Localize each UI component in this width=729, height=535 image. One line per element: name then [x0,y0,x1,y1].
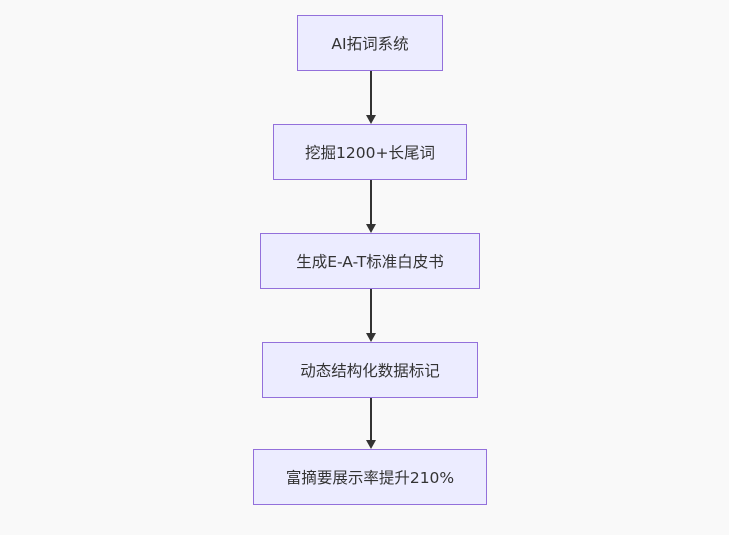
flow-node-structured-data: 动态结构化数据标记 [262,342,478,398]
flow-node-label: 挖掘1200+长尾词 [305,144,435,162]
flow-node-label: 动态结构化数据标记 [300,362,440,380]
flow-node-label: 富摘要展示率提升210% [285,469,455,487]
flow-node-label: AI拓词系统 [331,35,409,53]
flow-edge-1-2 [365,71,376,124]
edge-line [369,289,372,333]
arrowhead-down-icon [365,224,376,233]
edge-line [369,71,372,115]
arrowhead-down-icon [365,333,376,342]
flow-node-rich-snippet-result: 富摘要展示率提升210% [253,449,487,505]
arrowhead-down-icon [365,440,376,449]
flow-node-longtail-mining: 挖掘1200+长尾词 [273,124,467,180]
flow-edge-3-4 [365,289,376,342]
flow-edge-2-3 [365,180,376,233]
flow-node-label: 生成E-A-T标准白皮书 [296,253,444,271]
edge-line [369,398,372,440]
edge-line [369,180,372,224]
flow-node-ai-word-system: AI拓词系统 [297,15,443,71]
arrowhead-down-icon [365,115,376,124]
flow-node-eat-whitepaper: 生成E-A-T标准白皮书 [260,233,480,289]
flow-edge-4-5 [365,398,376,449]
